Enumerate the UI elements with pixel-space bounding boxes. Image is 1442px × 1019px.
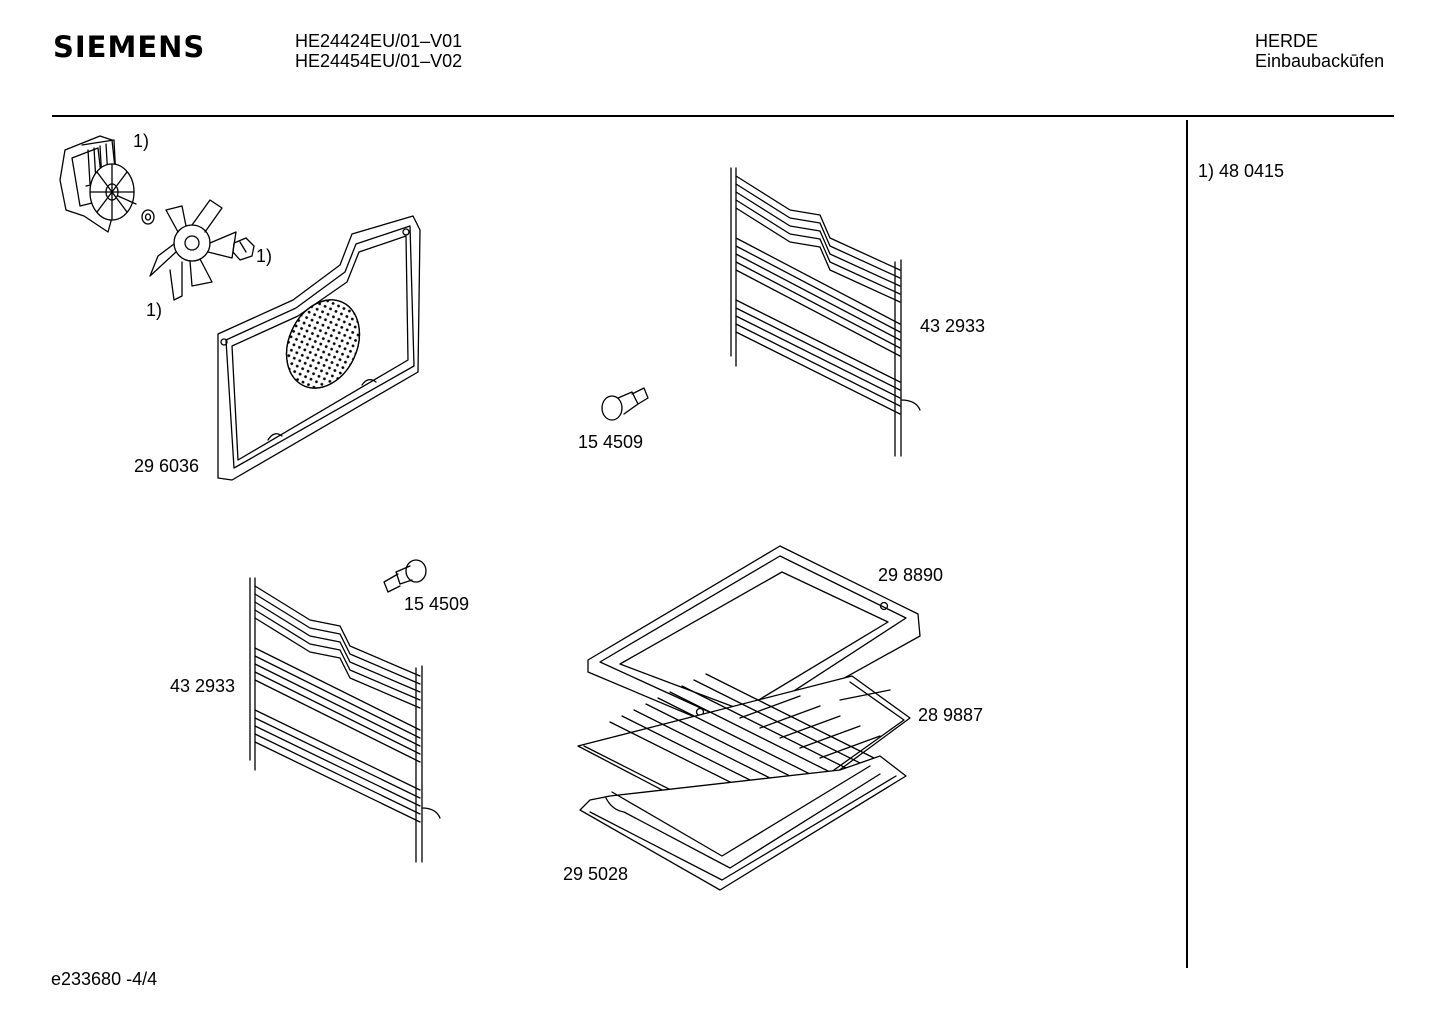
document-id: e233680 -4/4 [51, 969, 158, 989]
fan-nut-note: 1) [256, 246, 273, 266]
part-label-baking-tray: 29 8890 [878, 565, 944, 585]
part-label-wire-grid: 28 9887 [918, 705, 984, 725]
brand-logo: SIEMENS [53, 30, 206, 64]
part-label-rack-top: 43 2933 [920, 316, 986, 336]
screw-top-part [602, 388, 648, 420]
header-divider [52, 115, 1394, 117]
part-label-screw-top: 15 4509 [578, 432, 644, 452]
screw-bottom-part [384, 560, 426, 592]
deep-pan-part [580, 756, 906, 890]
part-label-back-panel: 29 6036 [134, 456, 200, 476]
nut-part [233, 238, 254, 260]
model-number-2: HE24454EU/01–V02 [295, 51, 463, 71]
part-label-deep-pan: 29 5028 [563, 864, 629, 884]
legend-footnote: 1) 48 0415 [1198, 161, 1285, 181]
fan-blade-note: 1) [146, 300, 163, 320]
part-label-rack-bottom: 43 2933 [170, 676, 236, 696]
category-title: HERDE [1255, 31, 1319, 51]
shelf-rack-bottom-part [250, 578, 440, 862]
baking-tray-part [588, 546, 920, 736]
part-label-screw-bottom: 15 4509 [404, 594, 470, 614]
washer-part [142, 210, 154, 224]
model-number-1: HE24424EU/01–V01 [295, 31, 463, 51]
category-subtitle: Einbaubackūfen [1255, 51, 1385, 71]
back-panel-part [218, 216, 420, 480]
fan-motor-part [60, 136, 136, 232]
fan-motor-note: 1) [133, 131, 150, 151]
legend-divider [1186, 120, 1188, 968]
fan-blade-part [150, 200, 236, 300]
shelf-rack-top-part [731, 168, 920, 456]
